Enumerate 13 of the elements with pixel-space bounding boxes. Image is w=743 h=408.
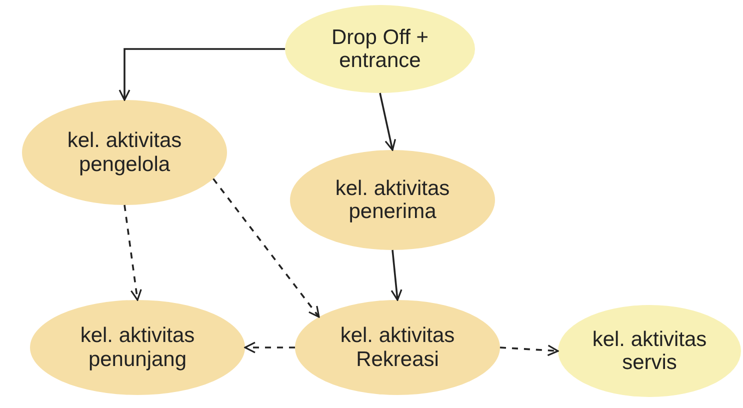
node-label: kel. aktivitas servis	[591, 328, 708, 374]
arrow	[118, 48, 285, 101]
node-label: kel. aktivitas penerima	[334, 176, 451, 224]
node-label: kel. aktivitas Rekreasi	[339, 324, 456, 371]
arrow	[379, 92, 396, 151]
arrow	[390, 250, 402, 301]
arrow	[244, 342, 295, 354]
arrow	[500, 344, 559, 356]
node-label: Drop Off + entrance	[330, 26, 430, 72]
node-label: kel. aktivitas pengelola	[66, 129, 183, 176]
arrow	[212, 178, 320, 318]
arrow	[124, 204, 142, 301]
node-label: kel. aktivitas penunjang	[79, 324, 196, 371]
